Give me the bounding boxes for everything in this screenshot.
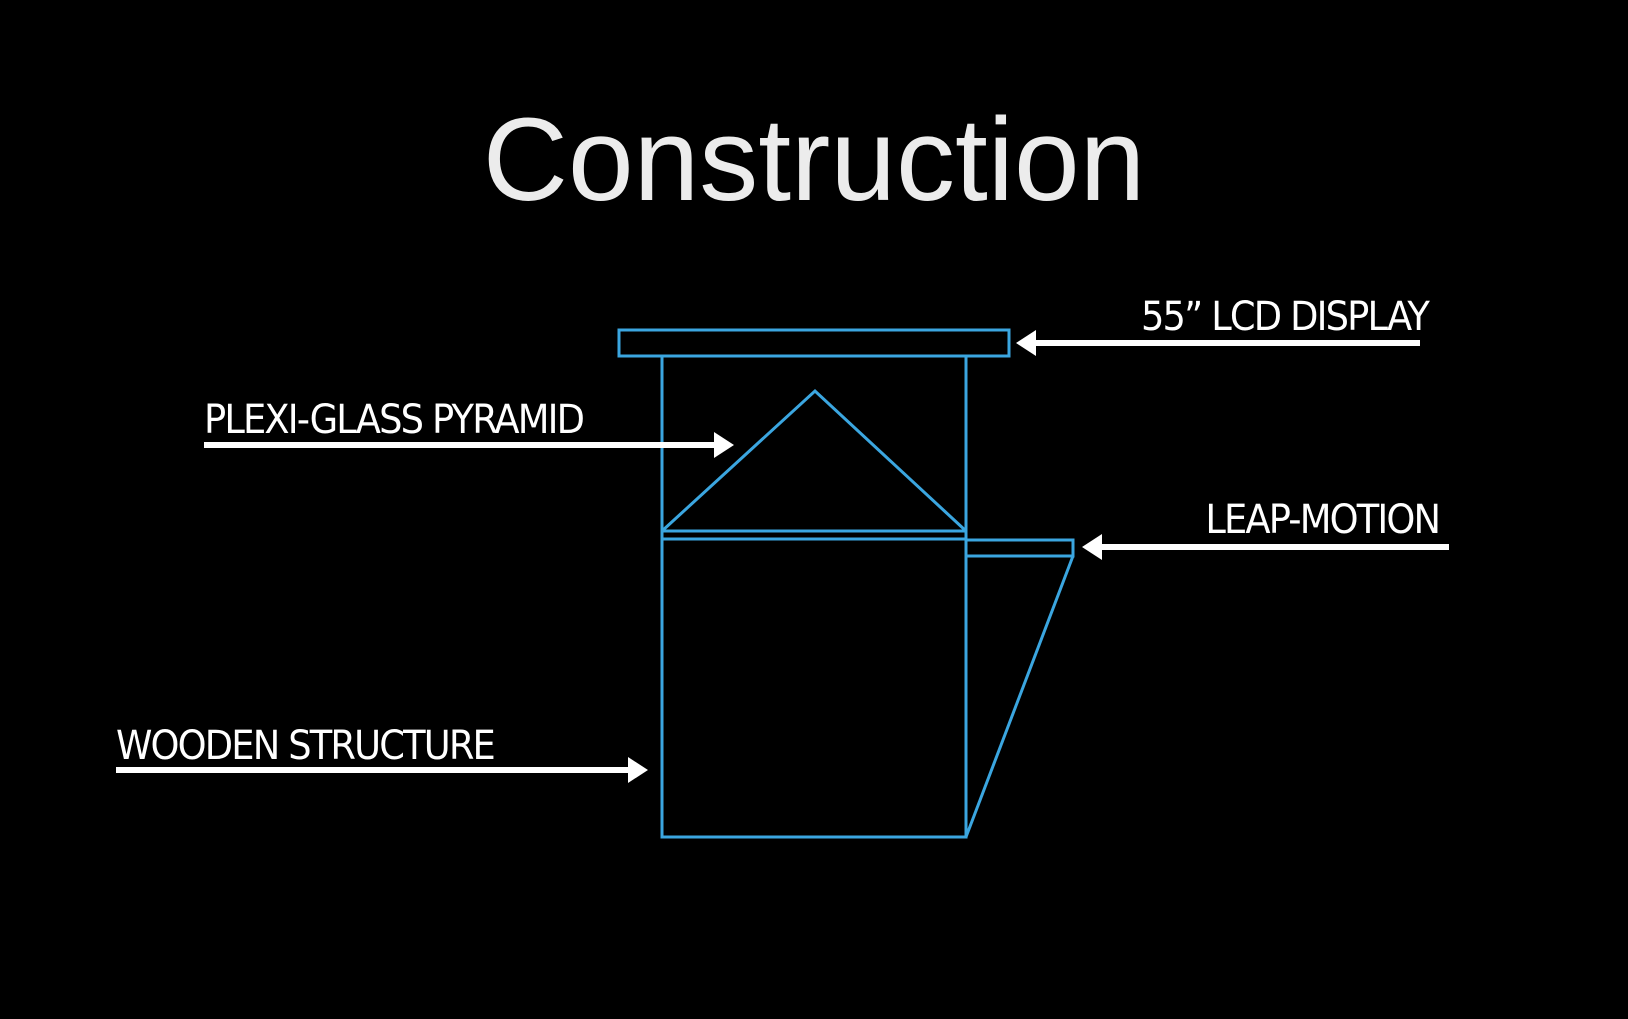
leap-motion-label: LEAP-MOTION bbox=[1205, 497, 1441, 543]
leap-arrow-shaft bbox=[1096, 544, 1449, 550]
shelf-support-shape bbox=[964, 555, 1075, 838]
slide-title: Construction bbox=[482, 94, 1146, 226]
wooden-structure-label: WOODEN STRUCTURE bbox=[116, 723, 496, 769]
wooden-structure-shape bbox=[660, 529, 968, 839]
lcd-display-shape bbox=[617, 328, 1011, 358]
leap-arrow-head bbox=[1082, 534, 1102, 560]
wooden-arrow-shaft bbox=[116, 767, 640, 773]
plexi-glass-pyramid-shape bbox=[660, 388, 968, 533]
lcd-display-label: 55” LCD DISPLAY bbox=[1140, 294, 1430, 340]
lcd-arrow-head bbox=[1016, 330, 1036, 356]
pyramid-arrow-shaft bbox=[204, 442, 724, 448]
pyramid-arrow-head bbox=[714, 432, 734, 458]
lcd-arrow-shaft bbox=[1030, 340, 1420, 346]
wooden-arrow-head bbox=[628, 757, 648, 783]
leap-motion-shelf-shape bbox=[964, 538, 1075, 558]
plexi-glass-pyramid-label: PLEXI-GLASS PYRAMID bbox=[204, 397, 585, 443]
